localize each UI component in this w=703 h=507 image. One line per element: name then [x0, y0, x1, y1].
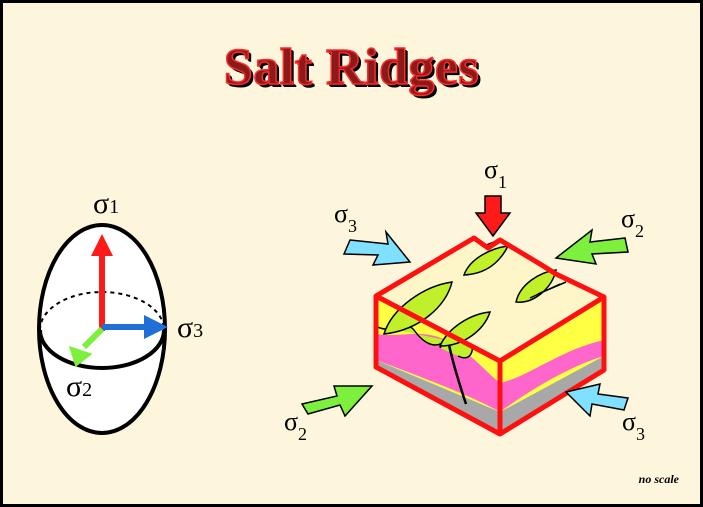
- sigma2-vector-arrow: [68, 326, 105, 368]
- slide-title: Salt Ridges: [223, 38, 480, 97]
- sigma3-block-arrow-left: [342, 229, 412, 266]
- block-outline: [373, 235, 607, 437]
- block-sigma3-label-bottom: σ3: [622, 407, 645, 444]
- salt-ridge: [515, 269, 557, 303]
- sigma1-block-arrow: [474, 195, 512, 238]
- ellipsoid-back-equator: [39, 291, 165, 331]
- sigma3-vector-arrow: [102, 315, 168, 339]
- block-sigma3-label-top: σ3: [334, 199, 357, 236]
- stress-ellipsoid: σ1 σ3 σ2: [37, 187, 203, 435]
- block-side-face: [500, 297, 604, 434]
- sigma2-block-arrow-left: [300, 385, 374, 418]
- sigma3-block-arrow-right: [564, 383, 629, 418]
- salt-block-diagram: σ1 σ3 σ2 σ2 σ3: [284, 155, 645, 444]
- salt-ridge: [382, 281, 453, 335]
- scale-note: no scale: [638, 472, 679, 486]
- sigma1-label: σ1: [93, 187, 119, 220]
- sigma2-block-arrow-right: [554, 228, 629, 265]
- block-sigma2-label-bottom: σ2: [284, 407, 307, 444]
- sigma2-label: σ2: [66, 370, 92, 403]
- sigma1-vector-arrow: [91, 234, 113, 331]
- block-sigma2-label-top: σ2: [621, 204, 644, 241]
- ellipsoid-front-equator: [38, 329, 166, 370]
- sigma3-label: σ3: [177, 311, 203, 344]
- block-sigma1-label: σ1: [484, 155, 507, 192]
